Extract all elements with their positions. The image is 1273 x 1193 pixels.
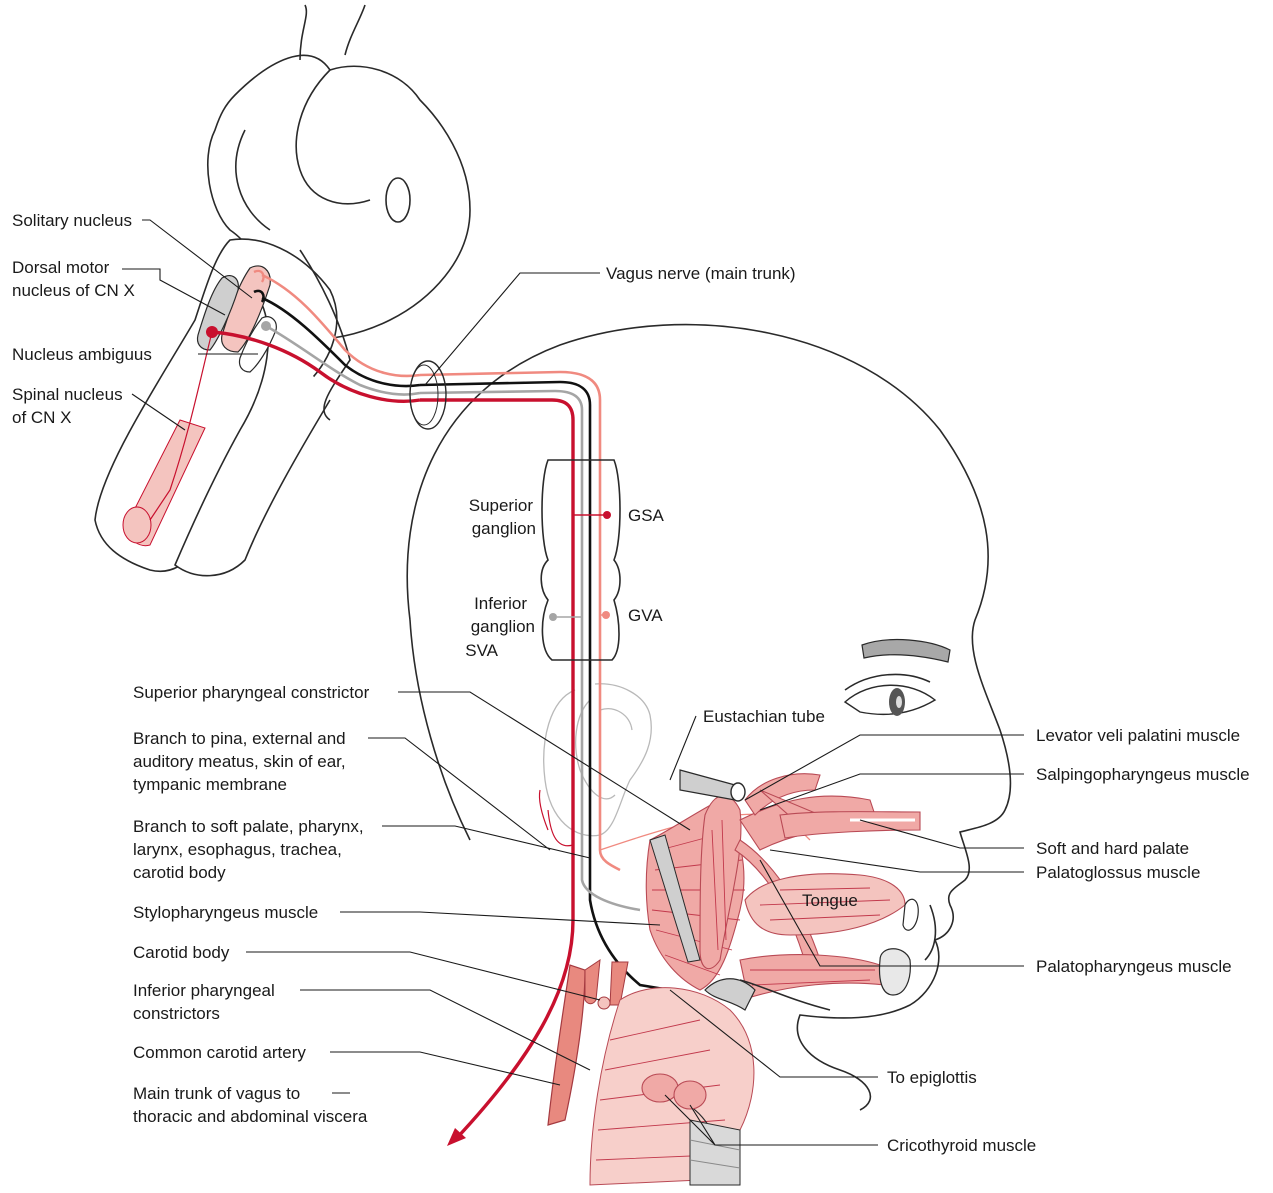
label-superior-ganglion-1: Superior: [469, 496, 534, 515]
label-eustachian-tube: Eustachian tube: [703, 707, 825, 726]
label-branch-soft-palate-2: larynx, esophagus, trachea,: [133, 840, 342, 859]
pharynx-larynx: [590, 988, 754, 1185]
label-inferior-ganglion-1: Inferior: [474, 594, 527, 613]
jaw-bone: [880, 949, 911, 995]
label-branch-pina-3: tympanic membrane: [133, 775, 287, 794]
label-spinal-nucleus-2: of CN X: [12, 408, 72, 427]
label-dorsal-motor-1: Dorsal motor: [12, 258, 110, 277]
label-stylopharyngeus: Stylopharyngeus muscle: [133, 903, 318, 922]
eye: [845, 674, 935, 716]
label-cricothyroid: Cricothyroid muscle: [887, 1136, 1036, 1155]
label-main-trunk-1: Main trunk of vagus to: [133, 1084, 300, 1103]
label-to-epiglottis: To epiglottis: [887, 1068, 977, 1087]
label-levator-veli: Levator veli palatini muscle: [1036, 726, 1240, 745]
label-inferior-pharyngeal-2: constrictors: [133, 1004, 220, 1023]
label-superior-pharyngeal-constrictor: Superior pharyngeal constrictor: [133, 683, 370, 702]
label-branch-pina-1: Branch to pina, external and: [133, 729, 346, 748]
label-salpingopharyngeus: Salpingopharyngeus muscle: [1036, 765, 1250, 784]
label-soft-hard-palate: Soft and hard palate: [1036, 839, 1189, 858]
label-common-carotid: Common carotid artery: [133, 1043, 306, 1062]
label-solitary-nucleus: Solitary nucleus: [12, 211, 132, 230]
label-inferior-pharyngeal-1: Inferior pharyngeal: [133, 981, 275, 1000]
brainstem: [95, 5, 470, 576]
eustachian-tube-shape: [680, 770, 735, 800]
label-palatoglossus: Palatoglossus muscle: [1036, 863, 1200, 882]
eyebrow: [862, 640, 950, 662]
label-sva: SVA: [465, 641, 498, 660]
label-inferior-ganglion-2: ganglion: [471, 617, 535, 636]
label-branch-soft-palate-1: Branch to soft palate, pharynx,: [133, 817, 364, 836]
label-spinal-nucleus-1: Spinal nucleus: [12, 385, 123, 404]
label-superior-ganglion-2: ganglion: [472, 519, 536, 538]
label-gva: GVA: [628, 606, 663, 625]
label-dorsal-motor-2: nucleus of CN X: [12, 281, 135, 300]
label-branch-pina-2: auditory meatus, skin of ear,: [133, 752, 346, 771]
label-tongue: Tongue: [802, 891, 858, 910]
ear: [544, 684, 652, 836]
label-main-trunk-2: thoracic and abdominal viscera: [133, 1107, 368, 1126]
label-nucleus-ambiguus: Nucleus ambiguus: [12, 345, 152, 364]
label-branch-soft-palate-3: carotid body: [133, 863, 226, 882]
label-palatopharyngeus: Palatopharyngeus muscle: [1036, 957, 1232, 976]
soft-hard-palate-shape: [780, 812, 920, 838]
ganglia: [541, 460, 620, 660]
label-carotid-body: Carotid body: [133, 943, 230, 962]
label-vagus-main-trunk: Vagus nerve (main trunk): [606, 264, 796, 283]
label-gsa: GSA: [628, 506, 665, 525]
